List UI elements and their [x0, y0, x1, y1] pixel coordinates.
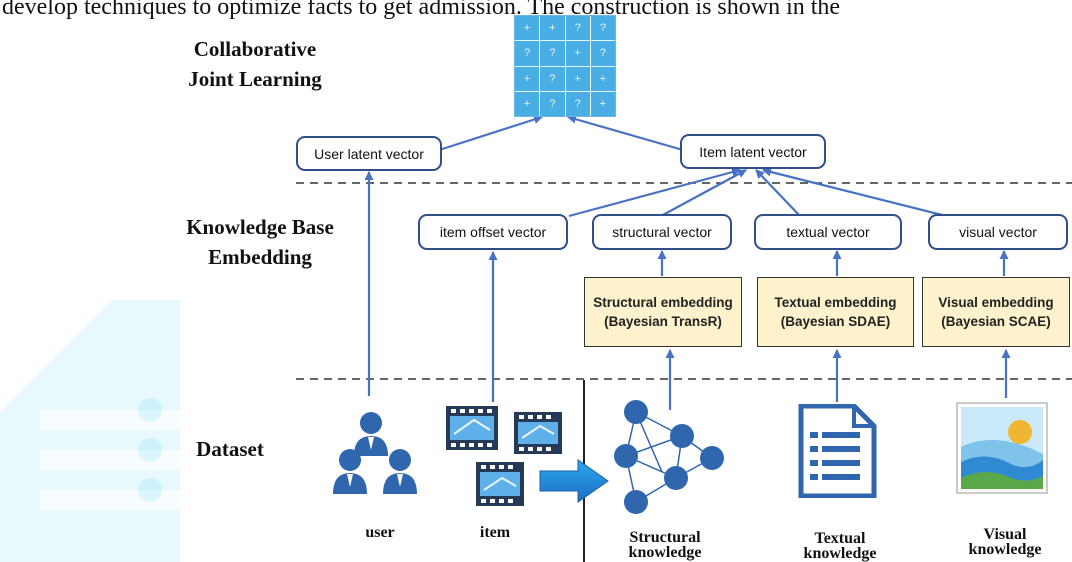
matrix-cell: + — [540, 16, 565, 41]
arrow-item-to-matrix — [567, 114, 684, 152]
item-latent-vector-box: Item latent vector — [680, 134, 826, 169]
visual-embedding-line2: (Bayesian SCAE) — [941, 314, 1051, 329]
section-cjl-line2: Joint Learning — [188, 67, 322, 91]
label-structural-line1: Structural — [629, 529, 701, 546]
visual-embedding-line1: Visual embedding — [938, 295, 1054, 310]
label-textual-line2: knowledge — [803, 545, 877, 562]
matrix-cell: ? — [590, 41, 615, 66]
user-latent-vector-box: User latent vector — [296, 136, 442, 171]
label-item: item — [479, 524, 511, 541]
visual-embedding-box: Visual embedding (Bayesian SCAE) — [922, 277, 1070, 347]
label-user: user — [365, 524, 395, 541]
body-text-fragment: develop techniques to optimize facts to … — [2, 0, 841, 20]
label-visual-knowledge: Visual knowledge — [940, 526, 1070, 558]
arrow-visual-to-item — [762, 167, 947, 218]
section-collaborative-joint-learning: Collaborative Joint Learning — [170, 34, 340, 94]
section-dataset: Dataset — [196, 437, 264, 461]
item-offset-vector-box: item offset vector — [418, 214, 568, 250]
matrix-cell: ? — [540, 41, 565, 66]
matrix-cell: + — [565, 66, 590, 91]
document-icon — [798, 404, 877, 498]
textual-embedding-line1: Textual embedding — [774, 295, 897, 310]
visual-vector-box: visual vector — [928, 214, 1068, 250]
matrix-cell: + — [515, 66, 540, 91]
textual-embedding-box: Textual embedding (Bayesian SDAE) — [757, 277, 914, 347]
section-kbe-line2: Embedding — [208, 245, 312, 269]
structural-vector-box: structural vector — [592, 214, 732, 250]
section-knowledge-base-embedding: Knowledge Base Embedding — [160, 212, 360, 272]
label-structural-knowledge: Structural knowledge — [600, 529, 730, 561]
users-icon — [333, 412, 417, 494]
label-textual-line1: Textual — [814, 530, 866, 547]
matrix-cell: + — [515, 91, 540, 116]
section-kbe-line1: Knowledge Base — [186, 215, 334, 239]
watermark-logo — [0, 300, 180, 562]
textual-embedding-line2: (Bayesian SDAE) — [780, 314, 891, 329]
arrow-structural-to-item — [660, 169, 747, 217]
matrix-cell: ? — [590, 16, 615, 41]
transfer-arrow-icon — [539, 459, 609, 503]
matrix-cell: + — [515, 16, 540, 41]
matrix-cell: ? — [540, 66, 565, 91]
arrow-textual-to-item — [755, 169, 801, 217]
knowledge-graph-icon — [614, 400, 724, 514]
structural-embedding-line2: (Bayesian TransR) — [604, 314, 722, 329]
matrix-cell: ? — [565, 91, 590, 116]
arrow-offset-to-item — [568, 167, 741, 218]
matrix-cell: + — [590, 66, 615, 91]
label-structural-line2: knowledge — [628, 544, 702, 561]
picture-icon — [956, 402, 1048, 494]
arrow-user-to-matrix — [435, 115, 543, 153]
section-cjl-line1: Collaborative — [193, 37, 317, 61]
label-visual-line1: Visual — [983, 526, 1027, 543]
film-items-icon — [446, 406, 562, 506]
structural-embedding-box: Structural embedding (Bayesian TransR) — [584, 277, 742, 347]
matrix-cell: + — [590, 91, 615, 116]
label-visual-line2: knowledge — [968, 541, 1042, 558]
rating-matrix: ++????+?+?+++??+ — [514, 15, 616, 117]
textual-vector-box: textual vector — [754, 214, 902, 250]
matrix-cell: ? — [565, 16, 590, 41]
structural-embedding-line1: Structural embedding — [593, 295, 733, 310]
matrix-cell: ? — [540, 91, 565, 116]
matrix-cell: + — [565, 41, 590, 66]
matrix-cell: ? — [515, 41, 540, 66]
label-textual-knowledge: Textual knowledge — [775, 530, 905, 562]
